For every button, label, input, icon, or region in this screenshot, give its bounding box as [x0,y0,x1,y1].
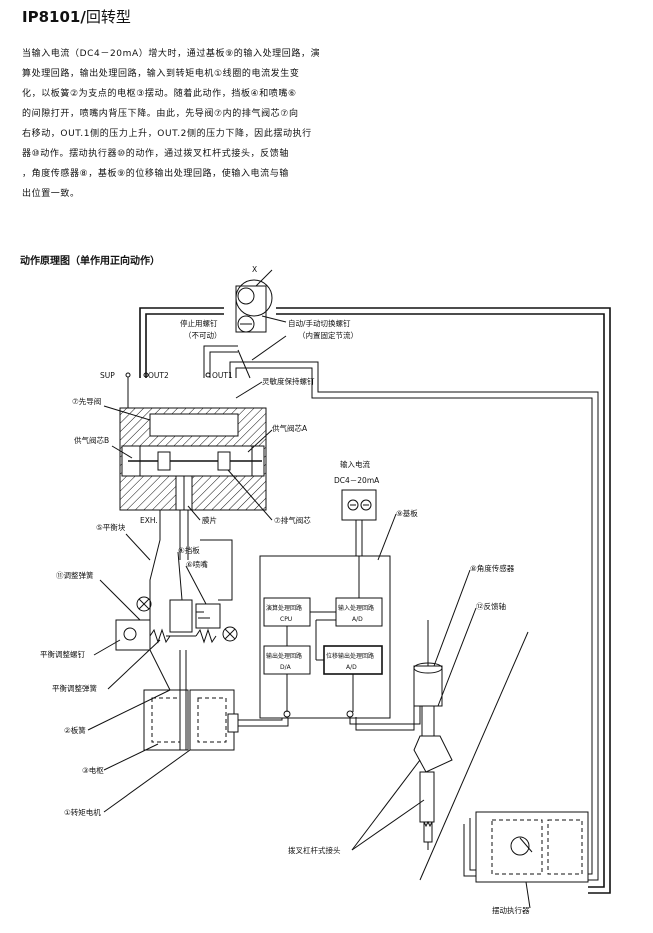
label-armature: ③电枢 [82,765,104,775]
label-balance-screw: 平衡调整螺钉 [40,649,85,659]
description-line: 当输入电流（DC4－20mA）增大时，通过基板⑨的输入处理回路，演 [22,49,321,59]
label-sensitivity-screw: 灵敏度保持螺钉 [262,376,315,386]
label-actuator: 摆动执行器 [492,905,530,915]
label-stop-screw: 停止用螺钉 [180,318,218,328]
label-output-circuit: 输出处理回路 [266,652,302,660]
description-line: 出位置一致。 [22,189,80,199]
label-adjust-spring: ⑪调整弹簧 [56,570,94,580]
label-out2: OUT2 [148,371,169,380]
label-balance-spring: 平衡调整弹簧 [52,683,97,693]
label-nozzle: ⑥喷嘴 [186,559,208,569]
label-sup: SUP [100,371,115,380]
description-line: 化，以板簧②为支点的电枢③摆动。随着此动作，挡板④和喷嘴⑥ [22,89,297,99]
label-auto-manual-note: （内置固定节流） [298,330,358,340]
angle-sensor [413,662,453,850]
description-line: 右移动，OUT.1侧的压力上升，OUT.2侧的压力下降，因此摆动执行 [22,129,312,139]
label-angle-sensor: ⑧角度传感器 [470,563,515,573]
label-base-board: ⑨基板 [396,508,418,518]
input-connector: 输入电流 DC4－20mA [334,459,380,556]
description-line: ，角度传感器⑧，基板⑨的位移输出处理回路，使输入电流与输 [22,169,289,179]
label-calc-circuit: 演算处理回路 [266,604,302,612]
label-feedback-shaft: ⑫反馈轴 [476,601,506,611]
label-cpu: CPU [280,616,292,623]
label-input-ad: A/D [352,616,363,623]
label-supply-spool-b: 供气阀芯B [74,435,109,445]
label-supply-spool-a: 供气阀芯A [272,423,308,433]
label-x: X [252,265,257,274]
title-separator: / [80,8,86,26]
page-title: IP8101/回转型 [22,6,131,27]
label-input-range: DC4－20mA [334,476,380,485]
label-auto-manual-screw: 自动/手动切换螺钉 [288,318,351,328]
base-board [259,555,421,731]
stop-screw-assembly: X [235,265,273,379]
label-exh: EXH. [140,516,158,525]
description-line: 器⑩动作。摆动执行器⑩的动作，通过拨叉杠杆式接头，反馈轴 [22,149,289,159]
label-out1: OUT1 [212,371,233,380]
rotary-actuator [419,631,589,883]
label-input-circuit: 输入处理回路 [338,604,374,612]
title-type: 回转型 [85,8,131,26]
label-flapper: ④挡板 [178,545,200,555]
label-pilot-valve: ⑦先导阀 [72,396,101,406]
label-position-circuit: 位移输出处理回路 [326,652,374,660]
description-line: 算处理回路，输出处理回路，输入到转矩电机①线圈的电流发生变 [22,69,300,79]
air-line-frame [139,307,611,894]
label-stop-screw-note: （不可动） [184,330,222,340]
label-output-da: D/A [280,664,292,671]
nozzle-flapper-assembly [115,510,238,691]
label-position-ad: A/D [346,664,357,671]
label-torque-motor: ①转矩电机 [64,807,101,817]
description-line: 的间隙打开，喷嘴内背压下降。由此，先导阀⑦内的排气阀芯⑦向 [22,109,299,119]
label-diaphragm: 膜片 [202,515,217,525]
description: 当输入电流（DC4－20mA）增大时，通过基板⑨的输入处理回路，演 算处理回路，… [22,44,357,204]
label-input-current: 输入电流 [340,459,370,469]
title-model: IP8101 [22,8,81,26]
label-balance-block: ⑤平衡块 [96,522,126,532]
pilot-valve-block [119,407,267,560]
diagram-title: 动作原理图（单作用正向动作） [20,256,160,267]
torque-motor [143,650,289,751]
label-exhaust-spool: ⑦排气阀芯 [274,515,311,525]
label-fork-lever: 拨叉杠杆式接头 [288,845,341,855]
label-leaf-spring: ②板簧 [64,725,86,735]
